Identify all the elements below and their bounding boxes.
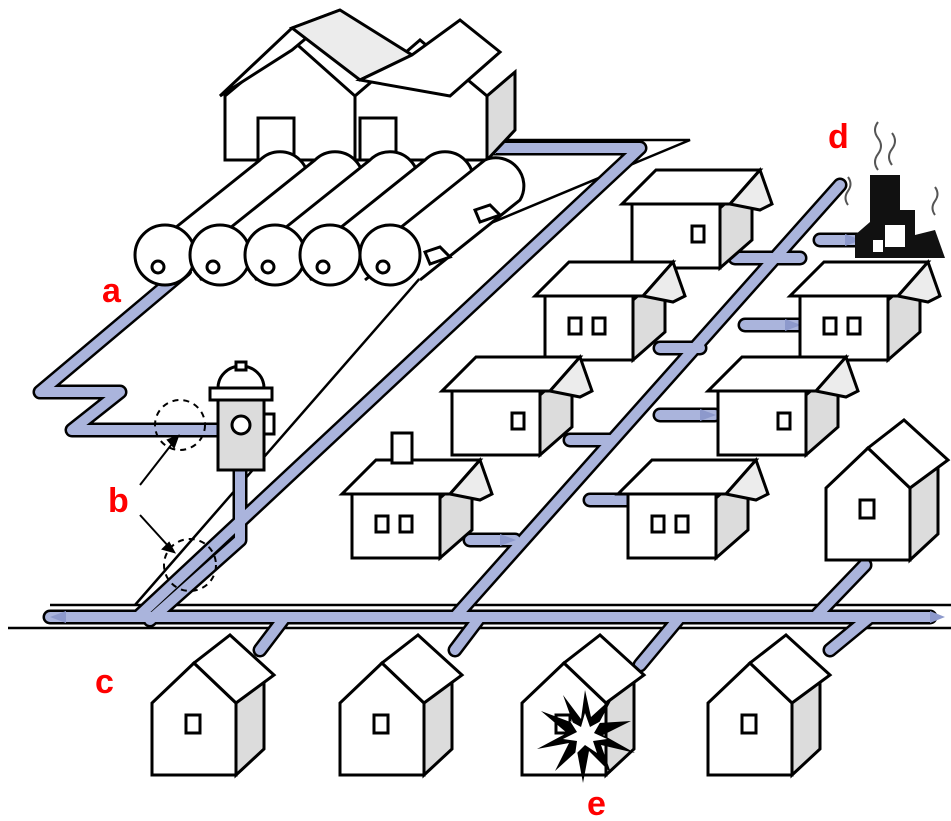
diagram-labels: a b c d e — [95, 118, 849, 821]
storage-tanks — [133, 150, 526, 287]
water-mains — [32, 140, 945, 673]
valve-markers — [154, 399, 217, 592]
fire-hydrant-icon — [208, 360, 276, 472]
label-b-pointers — [139, 434, 180, 554]
label-a: a — [102, 272, 122, 310]
label-e: e — [587, 785, 606, 821]
factory-icon — [844, 121, 945, 258]
label-c: c — [95, 663, 114, 701]
label-d: d — [828, 118, 849, 156]
street-houses — [150, 633, 832, 777]
burst-icon — [537, 690, 635, 783]
label-b: b — [108, 482, 129, 520]
neighborhood-houses — [342, 170, 950, 562]
treatment-plant-building — [218, 8, 517, 164]
